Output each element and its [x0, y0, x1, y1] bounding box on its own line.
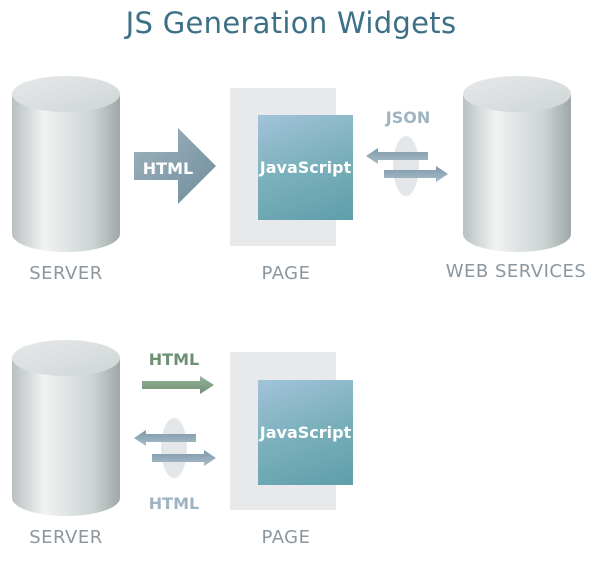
json-label: JSON [385, 108, 431, 127]
json-exchange-arrows-icon [366, 136, 448, 196]
server-cylinder-icon [12, 340, 120, 516]
html-request-label: HTML [148, 350, 200, 369]
web-services-label: WEB SERVICES [445, 261, 587, 282]
javascript-box: JavaScript [258, 380, 353, 485]
server-label: SERVER [29, 527, 103, 548]
page-label: PAGE [261, 527, 311, 548]
html-big-arrow-icon [134, 128, 216, 204]
html-green-arrow-icon [142, 376, 214, 394]
html-arrow-label: HTML [142, 159, 194, 178]
javascript-box: JavaScript [258, 115, 353, 220]
web-services-cylinder-icon [463, 76, 571, 252]
diagram-title: JS Generation Widgets [125, 6, 457, 40]
html-exchange-arrows-icon [134, 418, 216, 478]
html-response-label: HTML [148, 494, 200, 513]
server-label: SERVER [29, 263, 103, 284]
page-label: PAGE [261, 263, 311, 284]
server-cylinder-icon [12, 76, 120, 252]
